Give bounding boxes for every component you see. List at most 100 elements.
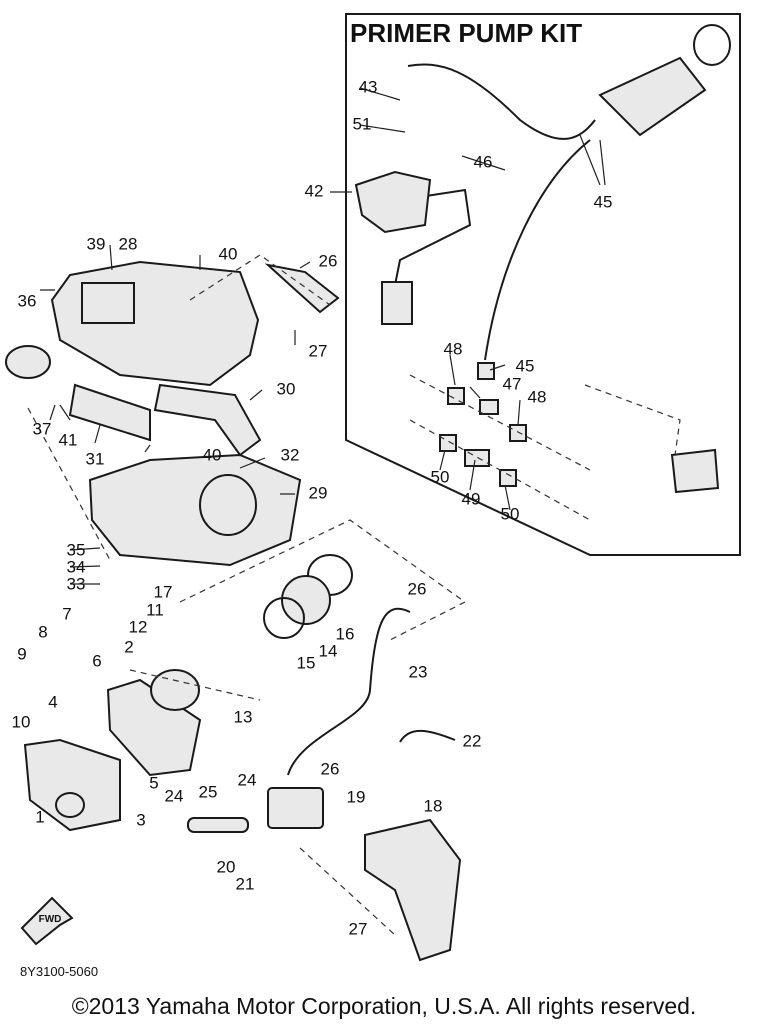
duct-elbow (153, 383, 262, 457)
callout-17: 17 (154, 582, 173, 601)
primer-filter (670, 448, 720, 494)
primer-hose (407, 63, 596, 140)
inset-title: PRIMER PUMP KIT (350, 18, 582, 48)
callout-45b: 45 (594, 192, 613, 211)
callout-23: 23 (409, 662, 428, 681)
callout-20: 20 (217, 857, 236, 876)
callout-39: 37 (33, 419, 52, 438)
primer-pump-body (598, 56, 707, 137)
callout-3: 3 (136, 810, 145, 829)
inset-reference-line (584, 384, 681, 456)
callout-31: 29 (309, 483, 328, 502)
callout-12: 12 (129, 617, 148, 636)
intake-joint-14 (281, 575, 331, 625)
callout-33: 31 (86, 449, 105, 468)
callout-4: 4 (48, 692, 57, 711)
callout-15: 15 (297, 653, 316, 672)
callouts: 42 43 51 46 45 48 45 47 48 50 49 50 39 2… (12, 77, 613, 938)
callout-47: 47 (503, 374, 522, 393)
fitting-48a (447, 387, 465, 405)
intake-duct (68, 383, 151, 442)
fitting-47 (479, 399, 499, 415)
callout-48b: 48 (528, 387, 547, 406)
callout-40: 40 (203, 445, 222, 464)
silencer-cover (50, 260, 260, 387)
silencer-case (88, 453, 302, 567)
callout-29: 27 (309, 341, 328, 360)
callout-42: 40 (219, 244, 238, 263)
check-valve (381, 281, 413, 325)
callout-2: 2 (124, 637, 133, 656)
callout-27: 27 (349, 919, 368, 938)
callout-14: 14 (319, 641, 338, 660)
fuel-filter-19 (267, 787, 324, 829)
carburetor-adapter (106, 678, 202, 777)
fuel-hose-23 (287, 607, 411, 776)
callout-37: 35 (67, 540, 86, 559)
callout-36: 34 (67, 557, 86, 576)
callout-9: 9 (17, 644, 26, 663)
intake-manifold (23, 738, 121, 832)
callout-32: 30 (277, 379, 296, 398)
callout-6: 6 (92, 651, 101, 670)
fitting-body (354, 170, 432, 234)
primer-pump-knob (693, 24, 731, 66)
callout-35: 33 (67, 574, 86, 593)
primer-pump-kit-inset: PRIMER PUMP KIT (345, 13, 741, 556)
silencer-outlet (199, 474, 257, 536)
front-arrow-icon: FWD (20, 896, 74, 946)
front-arrow-label: FWD (39, 914, 62, 925)
diagram-code: 8Y3100-5060 (20, 964, 99, 979)
carburetor-flange (150, 669, 200, 711)
fitting-45 (477, 362, 495, 380)
callout-49: 49 (462, 489, 481, 508)
callout-8: 8 (38, 622, 47, 641)
callout-13: 13 (234, 707, 253, 726)
callout-34: 32 (281, 445, 300, 464)
callout-24b: 24 (165, 786, 184, 805)
hose-clamp-15 (263, 597, 305, 639)
callout-24: 24 (238, 770, 257, 789)
callout-5: 5 (149, 773, 158, 792)
callout-10: 10 (12, 712, 31, 731)
callout-1: 1 (35, 807, 44, 826)
callout-45: 43 (359, 77, 378, 96)
callout-43: 41 (59, 430, 78, 449)
bracket-28 (264, 263, 340, 314)
callout-25: 25 (199, 782, 218, 801)
callout-26b: 26 (321, 759, 340, 778)
callout-11: 11 (146, 600, 164, 619)
pipe-25 (187, 817, 249, 833)
primer-line-bracket (391, 188, 472, 301)
manifold-port (55, 792, 85, 818)
warning-label (81, 282, 135, 324)
callout-48: 48 (444, 339, 463, 358)
leader-lines (40, 87, 606, 585)
callout-26: 26 (408, 579, 427, 598)
callout-18: 18 (424, 796, 443, 815)
callout-21: 21 (236, 874, 255, 893)
callout-45c: 45 (516, 356, 535, 375)
copyright-notice: ©2013 Yamaha Motor Corporation, U.S.A. A… (71, 993, 697, 1019)
clip-22 (399, 729, 456, 743)
callout-38: 36 (18, 291, 37, 310)
fitting-50b (499, 469, 517, 487)
callout-28: 26 (319, 251, 338, 270)
fitting-48b (509, 424, 527, 442)
bracket-18 (364, 818, 462, 962)
callout-44: 42 (305, 181, 324, 200)
callout-50: 50 (431, 467, 450, 486)
callout-7: 7 (62, 604, 71, 623)
callout-50b: 50 (501, 504, 520, 523)
primer-hose-lower (484, 139, 591, 361)
callout-22: 22 (463, 731, 482, 750)
callout-46: 46 (474, 152, 493, 171)
callout-19: 19 (347, 787, 366, 806)
intake-funnel (5, 345, 51, 379)
callout-30: 28 (119, 234, 138, 253)
callout-16: 16 (336, 624, 355, 643)
callout-41: 39 (87, 234, 106, 253)
inset-dash-lines (409, 374, 591, 521)
callout-51: 51 (353, 114, 372, 133)
